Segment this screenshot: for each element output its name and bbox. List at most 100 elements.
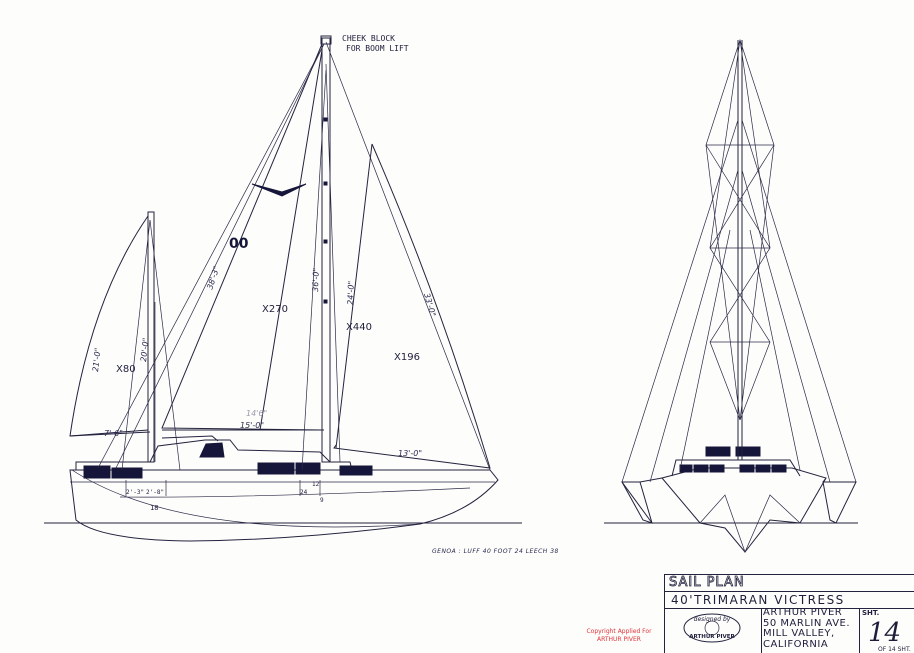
front-window-6 — [771, 464, 787, 473]
mast-fittings — [323, 117, 328, 304]
logo-ellipse — [683, 613, 741, 643]
main-sail — [161, 43, 323, 431]
sheet-label: SHT. — [862, 609, 880, 617]
logo-top: designed by — [694, 616, 731, 623]
cabin-outline — [75, 439, 353, 471]
starboard-shroud-2 — [741, 169, 831, 483]
main-area-label: X270 — [262, 304, 288, 315]
port-float-edge — [621, 481, 653, 524]
genoa-height-label: 24'-0" — [346, 281, 356, 305]
main-hull-front — [661, 467, 827, 553]
shroud — [325, 63, 341, 463]
sheet-of: OF 14 SHT. — [878, 646, 911, 653]
cheek-block-label: CHEEK BLOCK — [342, 34, 395, 43]
mizzen-sail — [69, 215, 149, 437]
address-line-2: 50 MARLIN AVE. — [763, 617, 851, 629]
port-shroud-2 — [649, 169, 739, 483]
logo-bottom: ARTHUR PIVER — [689, 634, 735, 640]
sheet-cell: SHT. 14 OF 14 SHT. — [859, 608, 914, 653]
front-window-5 — [755, 464, 771, 473]
main-mast — [321, 37, 331, 463]
front-view — [604, 38, 858, 553]
window-2 — [111, 467, 143, 479]
genoa-leech-label: 33'-0" — [422, 292, 437, 318]
mizzen-luff-label: 21'-0" — [91, 347, 102, 372]
crossarms — [639, 477, 827, 483]
mizzen-stay — [149, 219, 181, 471]
backstay-2 — [115, 43, 325, 469]
jib-luff-label: 36'-0" — [311, 268, 321, 292]
title-block: SAIL PLAN 40'TRIMARAN VICTRESS ARTHUR PI… — [664, 574, 914, 653]
masthead — [320, 35, 332, 45]
main-foot-label-a: 14'6" — [246, 409, 267, 418]
main-hull — [69, 469, 499, 542]
upper-diamonds — [709, 39, 771, 249]
front-window-1 — [679, 464, 693, 473]
cabin-front — [671, 459, 801, 477]
sheet-number: 14 — [868, 618, 902, 648]
genoa-sail — [333, 143, 491, 469]
dim-b-label: 2'-8" — [146, 489, 164, 496]
sail-insignia — [251, 183, 307, 197]
vessel-name: 40'TRIMARAN VICTRESS — [671, 593, 845, 607]
port-shroud — [621, 119, 739, 483]
dim-c-label: 18 — [150, 504, 158, 512]
forestay — [325, 41, 491, 471]
diamond-stays-outer — [705, 38, 775, 421]
copyright-line-1: Copyright Applied For — [586, 628, 652, 635]
designer-logo: designed by ARTHUR PIVER — [683, 613, 741, 643]
hull-sections — [699, 494, 801, 553]
mizzen-boom — [69, 431, 151, 437]
spreaders — [706, 144, 774, 343]
dim-d-label: 24 — [300, 489, 308, 496]
jib-luff — [259, 49, 323, 431]
dim-f-label: 9 — [320, 497, 324, 504]
starboard-float — [822, 481, 857, 524]
logo-cell — [665, 608, 762, 653]
mizzen-foot-label: 7'-6" — [104, 429, 123, 438]
window-3 — [199, 442, 225, 458]
window-5 — [295, 462, 321, 475]
copyright-stamp: Copyright Applied For ARTHUR PIVER — [584, 628, 654, 644]
main-luff-label: 38'-3" — [205, 265, 221, 291]
starboard-stay — [749, 229, 801, 471]
mizzen-mast — [147, 211, 155, 463]
shroud-2 — [301, 69, 327, 471]
window-1 — [83, 465, 111, 479]
mizzen-stay-2 — [121, 219, 151, 471]
boom-lift-label-2: FOR BOOM LIFT — [346, 44, 409, 53]
genoa-foot-label: 13'-0" — [398, 449, 422, 458]
float-profile — [71, 469, 421, 528]
dim-a-label: 2'-3" — [126, 489, 144, 496]
front-window-4 — [739, 464, 755, 473]
genoa-note: GENOA : LUFF 40 FOOT 24 LEECH 38 — [432, 548, 559, 555]
copyright-line-2: ARTHUR PIVER — [597, 636, 641, 643]
address-line-3: MILL VALLEY, — [763, 628, 835, 639]
diamond-stays-inner — [705, 144, 775, 421]
main-foot-label-b: 15'-0" — [240, 421, 264, 430]
window-4 — [257, 462, 295, 475]
jib-area-label: X440 — [346, 322, 372, 333]
front-window-8 — [735, 446, 761, 457]
front-window-7 — [705, 446, 731, 457]
genoa-area-label: X196 — [394, 352, 420, 363]
address-line-4: CALIFORNIA — [763, 638, 829, 650]
front-window-3 — [709, 464, 725, 473]
doghouse — [161, 435, 219, 442]
globe-icon — [704, 620, 720, 636]
sail-number: 00 — [229, 236, 249, 252]
drawing-title: SAIL PLAN — [669, 575, 745, 591]
starboard-shroud — [741, 119, 857, 483]
window-6 — [339, 465, 373, 476]
mizzen-leech-label: 20'-0" — [139, 337, 150, 362]
mizzen-area-label: X80 — [116, 364, 136, 375]
backstay — [97, 43, 325, 469]
float-deck-line — [119, 487, 471, 498]
side-view: CHEEK BLOCK FOR BOOM LIFT 00 38'-3" X270… — [44, 34, 559, 555]
designer-address: ARTHUR PIVER 50 MARLIN AVE. MILL VALLEY,… — [763, 607, 859, 650]
address-line-1: ARTHUR PIVER — [763, 607, 843, 618]
drawing-subtitle: 40'TRIMARAN VICTRESS — [665, 591, 914, 609]
front-window-2 — [693, 464, 709, 473]
port-stay — [679, 229, 731, 471]
